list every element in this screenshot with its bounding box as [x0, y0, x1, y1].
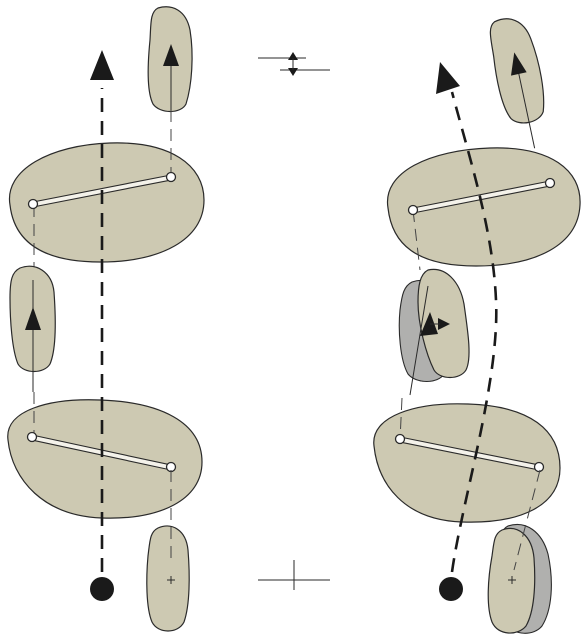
right-top-footprint-arrow-icon — [511, 52, 527, 76]
left-lower-pivot-left — [26, 431, 38, 443]
right-bottom-footprint — [487, 527, 536, 634]
left-lower-ellipse — [7, 392, 203, 519]
top-marker-up-arrow-icon — [288, 52, 298, 60]
right-bottom-footprints — [487, 469, 552, 634]
center-markers — [258, 52, 330, 590]
right-center-path — [450, 91, 498, 573]
right-panel — [373, 18, 581, 634]
right-lower-ellipse — [373, 397, 561, 523]
right-middle-footprint-axis — [409, 285, 429, 396]
right-middle-footprints — [398, 268, 470, 396]
right-path-start-dot — [439, 577, 463, 601]
right-middle-footprint-arrow-icon — [420, 312, 438, 336]
right-middle-footprint-side-arrow-icon — [438, 318, 450, 330]
left-middle-footprint-arrow-icon — [25, 307, 41, 330]
left-upper-pivot-right — [165, 171, 177, 183]
left-top-footprint-arrow-icon — [163, 44, 179, 66]
left-bottom-footprint-cross-icon — [167, 576, 175, 584]
right-bottom-footprint-axis — [513, 469, 541, 571]
right-top-footprint — [489, 18, 545, 149]
left-path-start-dot — [90, 577, 114, 601]
right-upper-pivot-left — [407, 204, 419, 216]
right-lower-pivot-right — [533, 461, 545, 473]
right-upper-pivot-right — [544, 177, 556, 189]
right-lower-pivot-left — [394, 433, 406, 445]
left-path-arrowhead-icon — [90, 50, 114, 80]
right-path-arrowhead-icon — [436, 62, 460, 94]
right-top-footprint-axis — [515, 60, 536, 149]
left-middle-footprint — [9, 265, 56, 392]
left-top-footprint — [147, 6, 193, 118]
right-lower-ellipse-left-tick — [399, 397, 403, 441]
top-marker-down-arrow-icon — [288, 68, 298, 76]
left-panel — [7, 6, 205, 632]
left-bottom-footprint — [146, 470, 190, 632]
right-upper-ellipse-left-tick — [412, 209, 421, 271]
right-bottom-footprint-cross-icon — [508, 576, 516, 584]
left-upper-pivot-left — [27, 198, 39, 210]
right-upper-ellipse — [386, 147, 581, 271]
left-upper-ellipse — [8, 110, 205, 268]
